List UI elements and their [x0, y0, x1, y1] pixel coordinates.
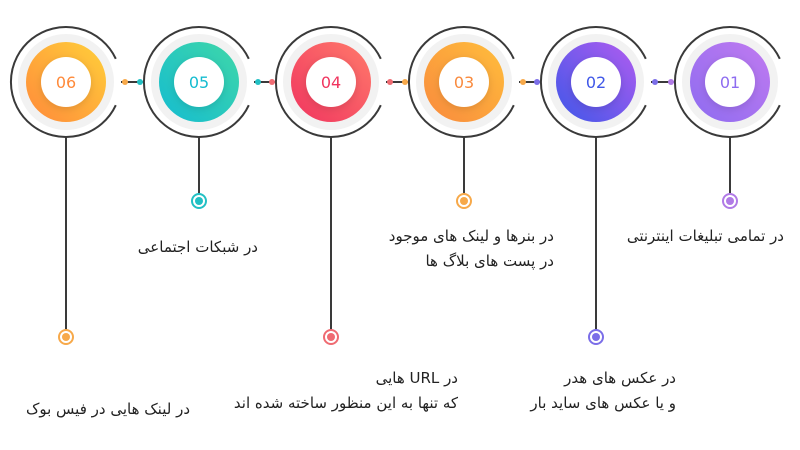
step-01-line-1: در تمامی تبلیغات اینترنتی [626, 227, 784, 245]
step-04-line-1: در URL هایی [375, 369, 458, 387]
step-04-dot [327, 333, 335, 341]
step-04-line-2: که تنها به این منظور ساخته شده اند [233, 394, 458, 412]
step-06-label: در لینک هایی در فیس بوک [26, 397, 190, 422]
step-02-line-2: و یا عکس های ساید بار [530, 394, 676, 412]
step-02-line-1: در عکس های هدر [564, 369, 676, 387]
step-05-inner [174, 57, 224, 107]
connector-dot-04 [269, 79, 275, 85]
step-05-label: در شبکات اجتماعی [138, 235, 258, 260]
step-03-dot [460, 197, 468, 205]
step-03-line-2: در پست های بلاگ ها [425, 252, 554, 270]
step-06-arc [10, 26, 117, 138]
step-04-arc [275, 26, 382, 138]
step-04-label: در URL هایی که تنها به این منظور ساخته ش… [234, 366, 458, 416]
step-06-number: 06 [56, 73, 76, 92]
step-03-arc [408, 26, 515, 138]
connector-dot-05 [137, 79, 143, 85]
connector-dot-in-02 [652, 79, 658, 85]
step-03-number: 03 [454, 73, 474, 92]
connector-dot-03 [402, 79, 408, 85]
step-02-dot [592, 333, 600, 341]
step-03-inner [439, 57, 489, 107]
step-02-label: در عکس های هدر و یا عکس های ساید بار [530, 366, 676, 416]
connector-dot-in-06 [122, 79, 128, 85]
step-04-number: 04 [321, 73, 341, 92]
step-06-inner [41, 57, 91, 107]
step-02-arc [540, 26, 647, 138]
step-05-number: 05 [189, 73, 209, 92]
step-06-dot [62, 333, 70, 341]
step-02-inner [571, 57, 621, 107]
step-02-number: 02 [586, 73, 606, 92]
step-01-number: 01 [720, 73, 740, 92]
step-05-arc [143, 26, 250, 138]
step-03-line-1: در بنرها و لینک های موجود [388, 227, 554, 245]
connector-dot-in-03 [520, 79, 526, 85]
step-05-line-1: در شبکات اجتماعی [137, 238, 258, 256]
step-01-arc [674, 26, 781, 138]
step-01-label: در تمامی تبلیغات اینترنتی [627, 224, 784, 249]
step-05-dot [195, 197, 203, 205]
step-06-line-1: در لینک هایی در فیس بوک [25, 400, 190, 418]
connector-dot-in-05 [255, 79, 261, 85]
connector-dot-01 [668, 79, 674, 85]
connector-dot-in-04 [387, 79, 393, 85]
connector-dot-02 [534, 79, 540, 85]
step-01-dot [726, 197, 734, 205]
step-01-inner [705, 57, 755, 107]
step-04-inner [306, 57, 356, 107]
step-03-label: در بنرها و لینک های موجود در پست های بلا… [389, 224, 554, 274]
